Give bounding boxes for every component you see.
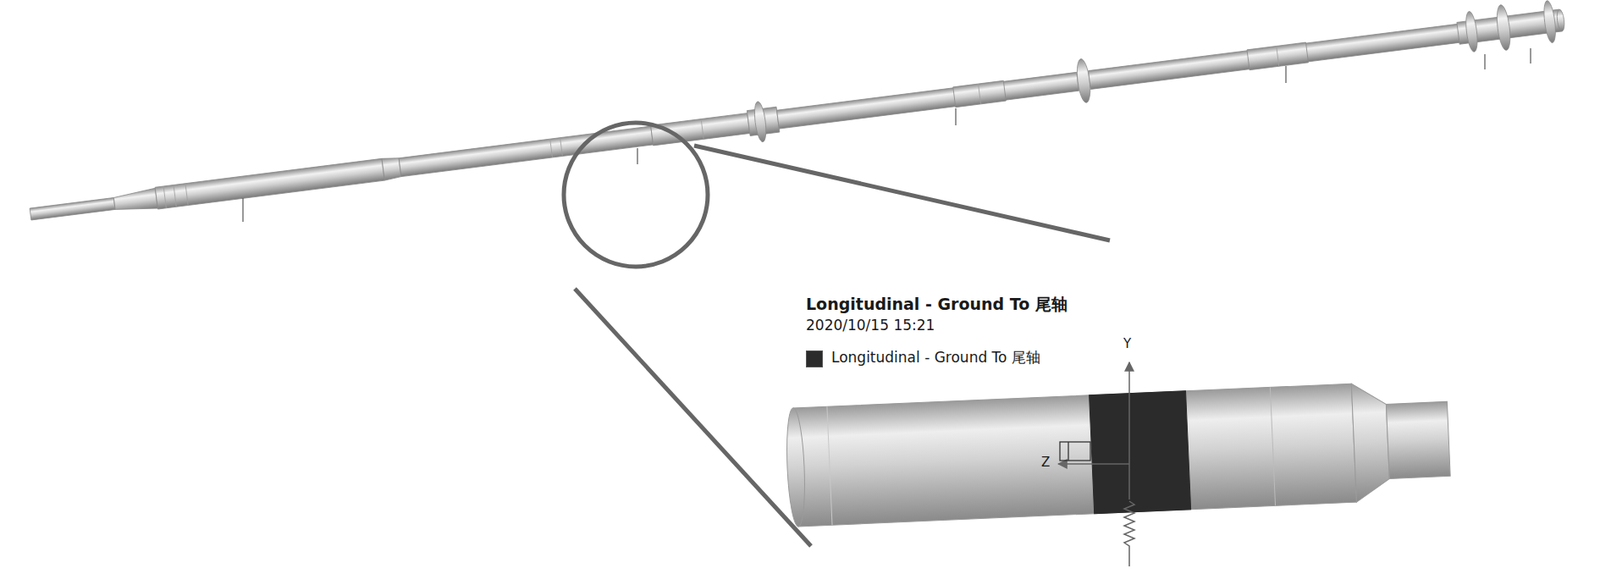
- timestamp-label: 2020/10/15 15:21: [805, 317, 935, 335]
- legend-swatch: [805, 350, 823, 368]
- propeller-shaft: [27, 0, 1567, 238]
- shaft-detail: [784, 379, 1452, 527]
- legend-label: Longitudinal - Ground To 尾轴: [831, 349, 1041, 367]
- axis-label: Y: [1123, 336, 1132, 352]
- axis-label: Z: [1041, 455, 1050, 470]
- chart-title: Longitudinal - Ground To 尾轴: [805, 295, 1068, 315]
